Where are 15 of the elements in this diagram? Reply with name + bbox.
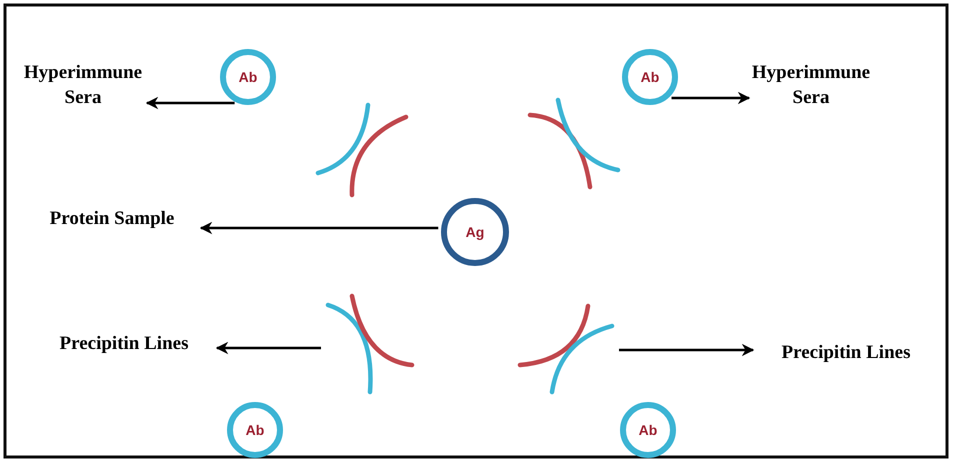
antibody-label: Ab	[246, 422, 264, 438]
arrow	[200, 222, 438, 234]
arrow	[146, 96, 235, 110]
arrow	[216, 342, 321, 354]
text-label: Protein Sample	[50, 206, 174, 231]
arrow	[672, 92, 750, 104]
antibody-label: Ab	[638, 422, 658, 438]
antibody-label: Ab	[238, 69, 258, 85]
text-label: Hyperimmune Sera	[22, 61, 144, 110]
antibody-label: Ab	[640, 69, 660, 85]
arrow	[619, 344, 754, 356]
text-label: Precipitin Lines	[782, 340, 910, 365]
antigen-label: Ag	[466, 224, 484, 240]
text-label: Precipitin Lines	[60, 332, 188, 356]
text-label: Hyperimmune Sera	[752, 61, 870, 110]
